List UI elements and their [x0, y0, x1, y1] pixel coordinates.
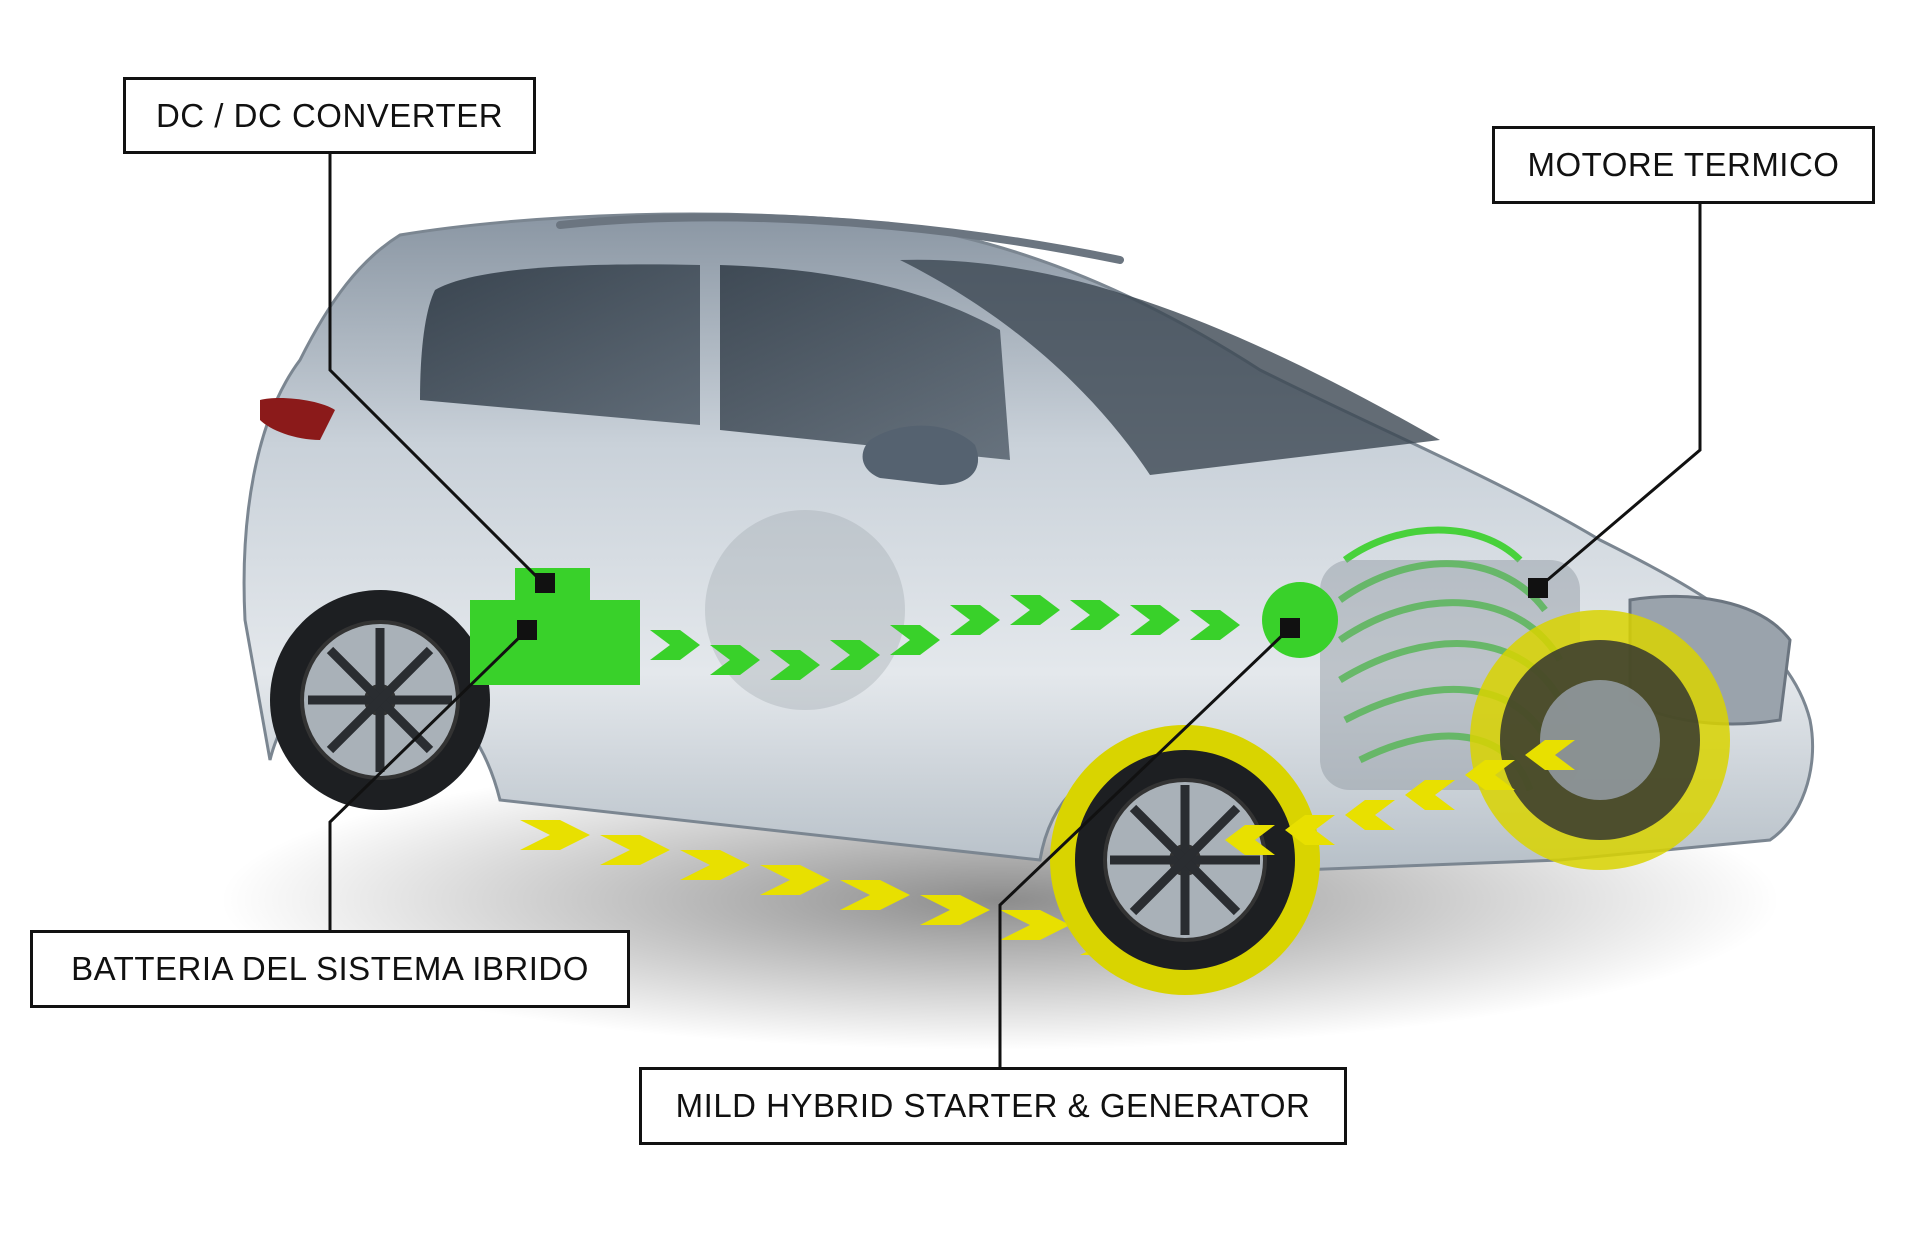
marker-batteria [517, 620, 537, 640]
label-dc-converter: DC / DC CONVERTER [123, 77, 536, 154]
rear-side-window [420, 264, 700, 425]
label-mild-hybrid-starter-generator: MILD HYBRID STARTER & GENERATOR [639, 1067, 1347, 1145]
ghost-wheel [705, 510, 905, 710]
right-front-wheel [1470, 610, 1730, 870]
marker-starter-generator [1280, 618, 1300, 638]
label-motore-termico: MOTORE TERMICO [1492, 126, 1875, 204]
marker-motore-termico [1528, 578, 1548, 598]
label-batteria-sistema-ibrido: BATTERIA DEL SISTEMA IBRIDO [30, 930, 630, 1008]
front-wheel [1050, 725, 1320, 995]
marker-dc-converter [535, 573, 555, 593]
